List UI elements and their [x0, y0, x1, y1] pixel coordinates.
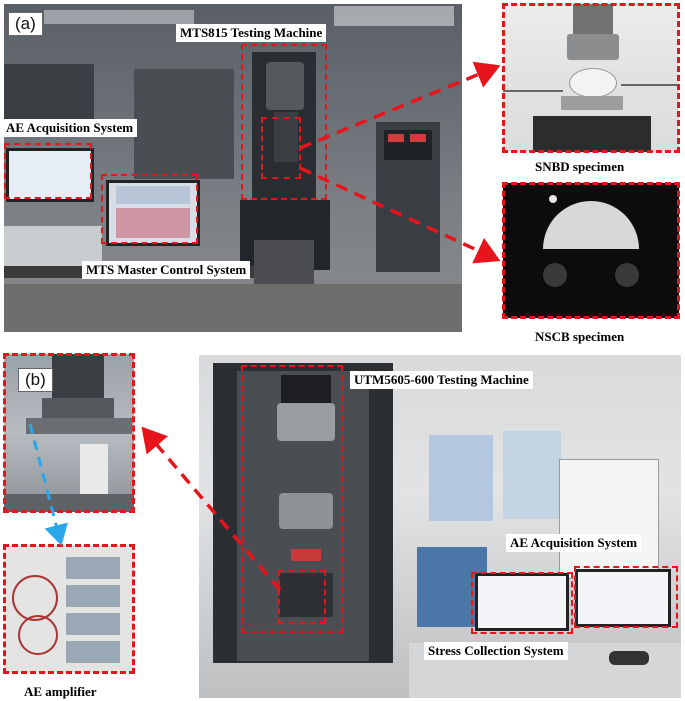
panel-tag-b: (b): [18, 368, 53, 392]
lab-photo-b: [199, 355, 681, 698]
master-monitor-highlight-box: [101, 174, 198, 244]
lab-photo-a: [4, 4, 462, 332]
arrow-to-amplifier: [28, 423, 68, 546]
label-stress-collection: Stress Collection System: [424, 642, 568, 660]
caption-snbd: SNBD specimen: [535, 159, 625, 174]
specimen-closeup-frame: [3, 353, 135, 513]
utm-specimen-highlight-box: [278, 570, 326, 624]
arrow-to-nscb: [299, 166, 501, 264]
snbd-inset-frame: [502, 3, 680, 153]
label-ae-acquisition-b: AE Acquisition System: [506, 534, 642, 552]
snbd-specimen-photo: [503, 4, 679, 152]
panel-tag-a: (a): [8, 12, 43, 36]
ae-acq-monitor-highlight-box: [574, 566, 678, 628]
arrow-to-snbd: [299, 61, 501, 150]
label-mts815: MTS815 Testing Machine: [176, 24, 327, 42]
utm-frame-highlight-box: [241, 365, 343, 633]
stress-monitor-highlight-box: [471, 572, 573, 634]
ae-amplifier-photo: [4, 545, 134, 673]
caption-nscb: NSCB specimen: [535, 329, 625, 344]
caption-ae-amplifier: AE amplifier: [24, 684, 97, 699]
mts815-highlight-box: [241, 44, 327, 200]
arrow-to-closeup: [141, 426, 282, 592]
label-ae-acquisition-a: AE Acquisition System: [2, 119, 138, 137]
ae-monitor-highlight-box: [4, 143, 92, 199]
nscb-inset-frame: [502, 182, 680, 319]
label-utm5605: UTM5605-600 Testing Machine: [350, 371, 533, 389]
ae-amplifier-frame: [3, 544, 135, 674]
label-mts-master-control: MTS Master Control System: [82, 261, 251, 279]
nscb-specimen-photo: [503, 183, 679, 318]
